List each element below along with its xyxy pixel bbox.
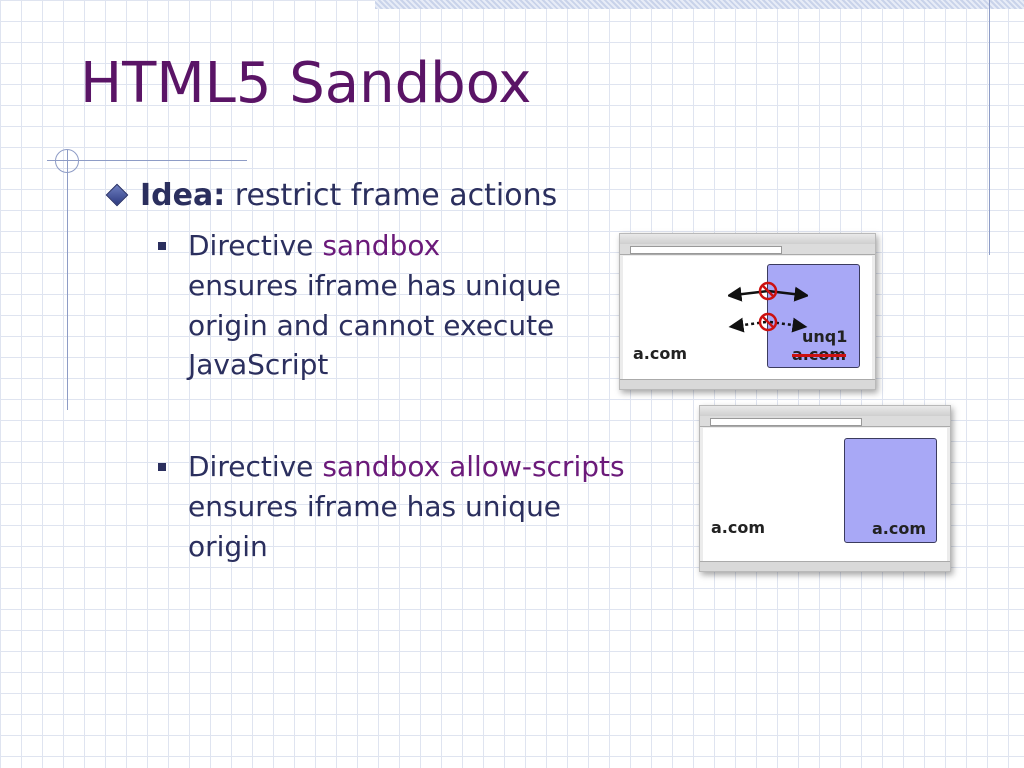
subbullet-prefix: Directive — [188, 450, 323, 483]
top-decor-band — [375, 0, 1024, 9]
browser-screenshot-allow-scripts: a.com a.com — [699, 405, 951, 572]
main-bullet: Idea: restrict frame actions — [103, 178, 557, 213]
outer-domain-label: a.com — [711, 518, 766, 537]
browser-toolbar — [620, 244, 875, 255]
browser-screenshot-sandbox: a.com unq1 a.com — [619, 233, 876, 390]
subbullet-keyword: sandbox — [322, 229, 441, 262]
diamond-bullet-icon — [105, 183, 129, 206]
title-underline-rule — [47, 160, 247, 161]
subbullet-keyword: sandbox allow-scripts — [322, 450, 625, 483]
browser-page: a.com unq1 a.com — [623, 256, 872, 379]
browser-page: a.com a.com — [703, 428, 947, 561]
subbullet-rest: ensures iframe has unique origin — [188, 489, 562, 563]
square-bullet-icon — [158, 463, 166, 471]
bullet-text: restrict frame actions — [225, 178, 558, 213]
square-bullet-icon — [158, 242, 166, 250]
subbullet-rest: ensures iframe has unique origin and can… — [188, 268, 562, 382]
blocked-arrows-icon — [728, 281, 808, 333]
bullet-label: Idea: — [140, 178, 226, 213]
decor-circle — [55, 149, 79, 173]
iframe-domain-label: a.com — [872, 519, 927, 538]
url-bar — [710, 418, 862, 426]
window-titlebar — [620, 234, 875, 251]
subbullet-sandbox: Directive sandbox ensures iframe has uni… — [158, 226, 608, 385]
outer-domain-label: a.com — [633, 344, 688, 363]
iframe-struck-domain-label: a.com — [792, 345, 847, 364]
subbullet-sandbox-allow-scripts: Directive sandbox allow-scripts ensures … — [158, 447, 668, 566]
window-titlebar — [700, 406, 950, 423]
left-decor-rule — [67, 150, 68, 410]
subbullet-prefix: Directive — [188, 229, 323, 262]
iframe-unique-origin-label: unq1 — [802, 327, 848, 346]
slide-title: HTML5 Sandbox — [80, 51, 532, 116]
allow-scripts-iframe: a.com — [844, 438, 937, 543]
browser-statusbar — [700, 561, 950, 571]
sandboxed-iframe: unq1 a.com — [767, 264, 860, 368]
browser-statusbar — [620, 379, 875, 389]
url-bar — [630, 246, 782, 254]
right-decor-rule — [989, 0, 990, 255]
browser-toolbar — [700, 416, 950, 427]
